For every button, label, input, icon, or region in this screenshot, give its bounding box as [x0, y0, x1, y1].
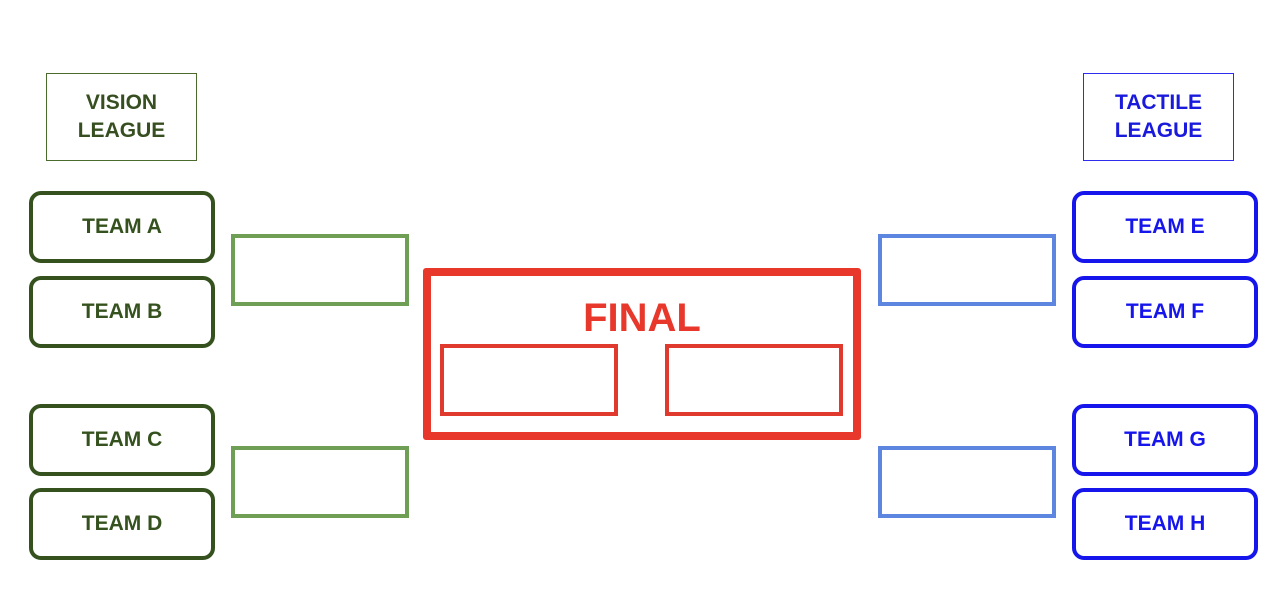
team-a-box: TEAM A — [29, 191, 215, 263]
team-g-box: TEAM G — [1072, 404, 1258, 476]
tactile-semifinal-slot-2 — [878, 446, 1056, 518]
team-d-box: TEAM D — [29, 488, 215, 560]
final-title: FINAL — [583, 296, 701, 340]
team-b-box: TEAM B — [29, 276, 215, 348]
team-f-box: TEAM F — [1072, 276, 1258, 348]
vision-semifinal-slot-2 — [231, 446, 409, 518]
team-e-box: TEAM E — [1072, 191, 1258, 263]
tactile-league-label: TACTILE LEAGUE — [1083, 73, 1234, 161]
final-slot-right — [665, 344, 843, 416]
vision-semifinal-slot-1 — [231, 234, 409, 306]
team-c-box: TEAM C — [29, 404, 215, 476]
vision-league-label: VISION LEAGUE — [46, 73, 197, 161]
final-slot-left — [440, 344, 618, 416]
final-box: FINAL — [423, 268, 861, 440]
team-h-box: TEAM H — [1072, 488, 1258, 560]
tactile-semifinal-slot-1 — [878, 234, 1056, 306]
